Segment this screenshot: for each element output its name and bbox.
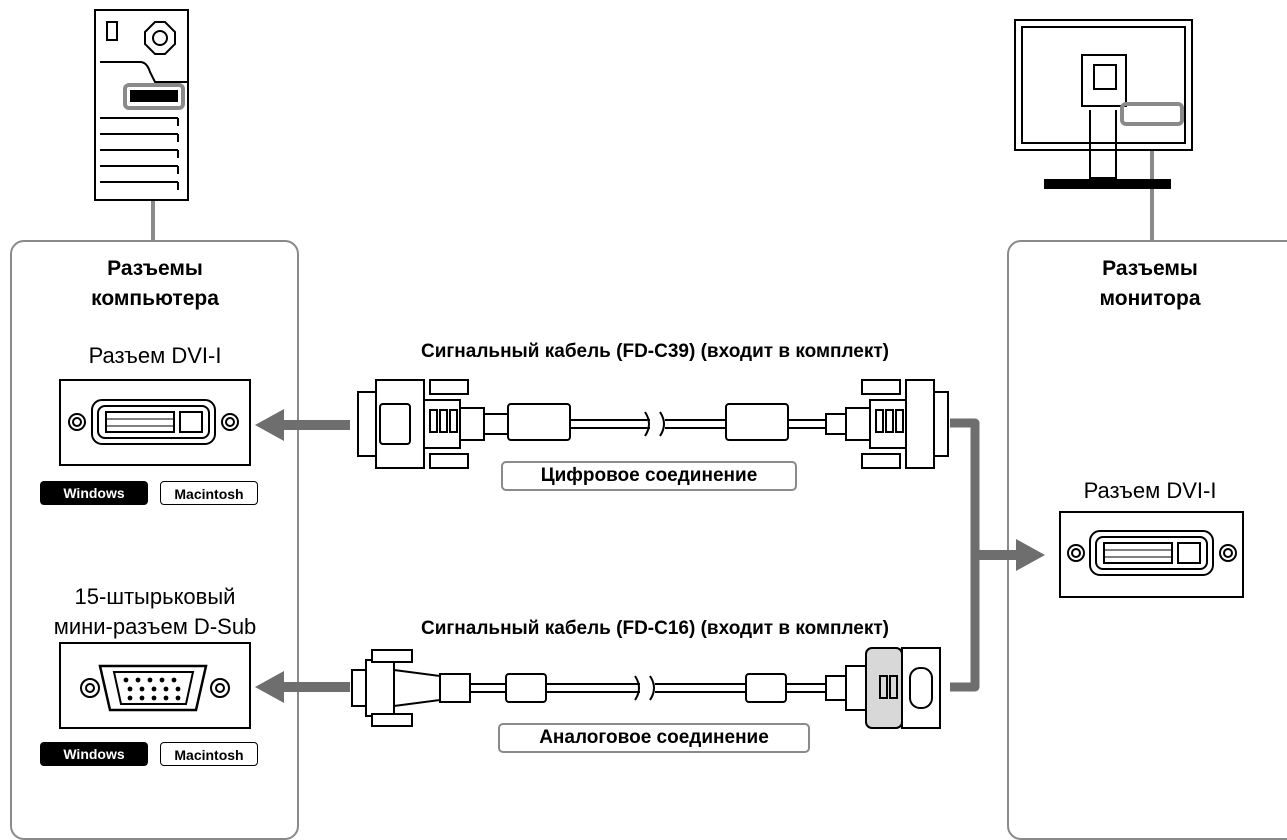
computer-dsub-label-line1: 15-штырьковый — [74, 584, 236, 609]
computer-panel-title: Разъемы компьютера — [60, 254, 250, 314]
computer-dsub-connector-icon — [59, 642, 251, 729]
monitor-panel-title-line1: Разъемы — [1102, 257, 1198, 280]
cable-merge-bracket — [950, 418, 980, 692]
digital-cable-title: Сигнальный кабель (FD-C39) (входит в ком… — [420, 341, 890, 362]
computer-dvi-macintosh-badge: Macintosh — [160, 481, 258, 505]
analog-cable-icon — [351, 647, 941, 729]
arrow-to-monitor-head — [1016, 539, 1045, 571]
digital-arrow-to-computer — [255, 409, 350, 441]
computer-dsub-label-line2: мини-разъем D-Sub — [53, 614, 257, 639]
computer-dvi-label: Разъем DVI-I — [88, 343, 222, 368]
computer-dsub-label: 15-штырьковый мини-разъем D-Sub — [30, 582, 280, 642]
analog-cable-title: Сигнальный кабель (FD-C16) (входит в ком… — [420, 618, 890, 639]
analog-arrow-to-computer — [255, 671, 350, 703]
monitor-dvi-connector-icon — [1059, 511, 1244, 598]
monitor-icon — [1014, 19, 1193, 189]
computer-panel-title-line2: компьютера — [91, 287, 219, 310]
monitor-panel-title: Разъемы монитора — [1050, 254, 1250, 314]
digital-cable-icon — [357, 379, 949, 469]
monitor-dvi-label: Разъем DVI-I — [1083, 478, 1217, 503]
monitor-panel-title-line2: монитора — [1099, 287, 1201, 310]
computer-dsub-macintosh-badge: Macintosh — [160, 742, 258, 766]
computer-panel-title-line1: Разъемы — [107, 257, 203, 280]
analog-connection-label: Аналоговое соединение — [498, 723, 810, 753]
computer-tower-icon — [94, 9, 189, 201]
computer-connectors-panel — [10, 240, 299, 840]
computer-dvi-connector-icon — [59, 379, 251, 466]
computer-dvi-windows-badge: Windows — [40, 481, 148, 505]
digital-connection-label: Цифровое соединение — [501, 461, 797, 491]
computer-dsub-windows-badge: Windows — [40, 742, 148, 766]
